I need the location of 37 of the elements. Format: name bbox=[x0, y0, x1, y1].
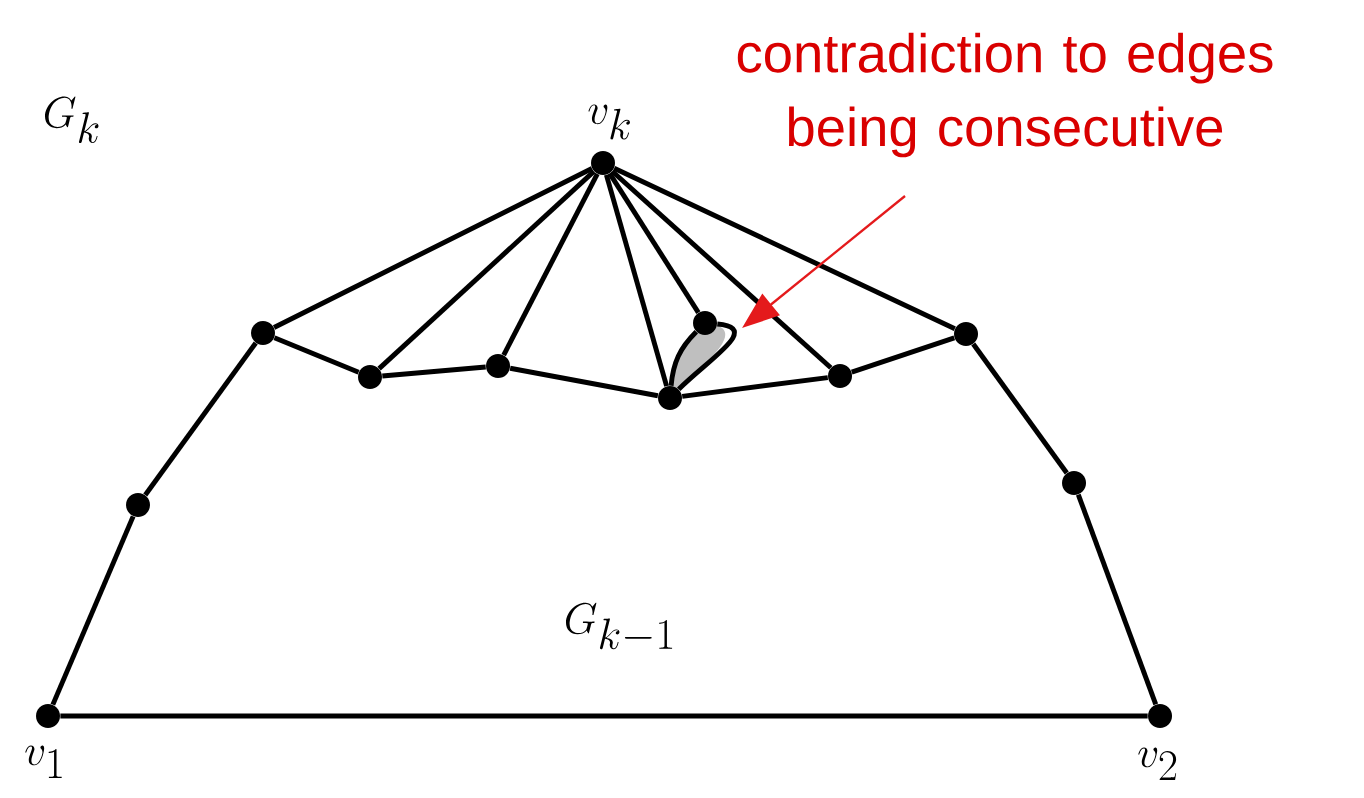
graph-label: $G_k$ bbox=[45, 96, 99, 143]
vertex-dot bbox=[36, 704, 60, 728]
edge-line bbox=[681, 375, 829, 399]
vertex-label: $v_k$ bbox=[588, 104, 630, 140]
vertex-dot bbox=[486, 354, 510, 378]
graph-label: $G_{k-1}$ bbox=[565, 602, 673, 650]
edge-line bbox=[613, 166, 956, 331]
vertex-dot bbox=[954, 322, 978, 346]
edge-line bbox=[50, 515, 136, 706]
vertex-dot bbox=[251, 321, 275, 345]
edge-line bbox=[604, 174, 669, 387]
vertex-dot bbox=[591, 151, 615, 175]
edge-line bbox=[272, 166, 594, 330]
edge-line bbox=[1076, 493, 1159, 706]
edge-line bbox=[850, 335, 956, 375]
vertex-dot bbox=[693, 311, 717, 335]
edge-line bbox=[273, 335, 360, 375]
edge-line bbox=[971, 342, 1069, 475]
edge-line bbox=[143, 341, 258, 497]
edge-line bbox=[382, 364, 486, 379]
vertex-dot bbox=[1062, 471, 1086, 495]
edge-line bbox=[607, 172, 701, 314]
edge-line bbox=[677, 321, 737, 392]
edge-line bbox=[60, 713, 1148, 719]
edge-line bbox=[377, 169, 596, 371]
vertex-dot bbox=[1148, 704, 1172, 728]
vertex-label: $v_2$ bbox=[1138, 747, 1177, 780]
vertex-label: $v_1$ bbox=[25, 745, 62, 778]
vertex-dot bbox=[658, 386, 682, 410]
edge-line bbox=[668, 330, 699, 386]
vertex-dot bbox=[358, 365, 382, 389]
edge-line bbox=[610, 169, 833, 370]
vertex-dot bbox=[126, 493, 150, 517]
vertex-dot bbox=[828, 364, 852, 388]
annotation-text: contradiction to edges being consecutive bbox=[737, 32, 1273, 158]
edge-line bbox=[509, 365, 659, 399]
edge-line bbox=[501, 172, 600, 357]
